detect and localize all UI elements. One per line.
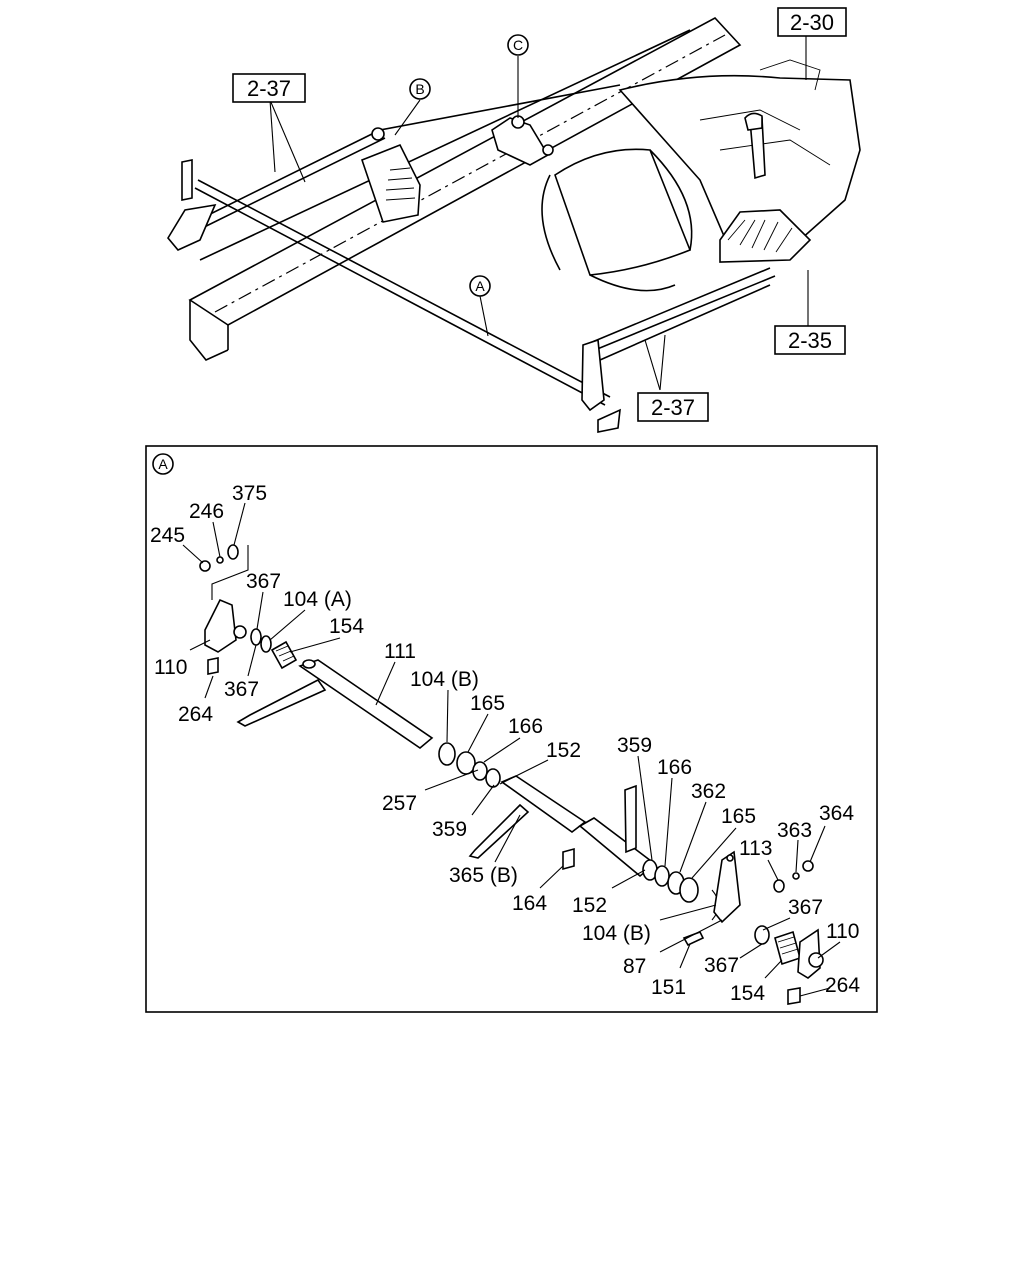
ref-label-2-35: 2-35: [788, 328, 832, 353]
part-label-111: 111: [384, 640, 416, 663]
circle-marker-c: [507, 34, 529, 56]
part-label-104b-bottom: 104 (B): [582, 922, 651, 945]
part-label-165-left: 165: [470, 692, 505, 715]
part-label-164: 164: [512, 892, 547, 915]
part-label-104a: 104 (A): [283, 588, 352, 611]
part-labels: 375 246 245 367 104 (A) 154 110 367 264 …: [150, 482, 860, 1005]
part-label-154-left: 154: [329, 615, 364, 638]
part-label-154-right: 154: [730, 982, 765, 1005]
ref-box-2-37-bottom: [637, 392, 709, 422]
part-label-110-right: 110: [826, 920, 859, 943]
part-label-87: 87: [623, 955, 646, 978]
part-label-363: 363: [777, 819, 812, 842]
part-label-367-top: 367: [246, 570, 281, 593]
detail-circle-label: A: [158, 456, 168, 472]
part-label-257: 257: [382, 792, 417, 815]
overview-illustration: 2-30 2-37 2-35 2-37 A B C: [167, 7, 861, 433]
part-label-367-right-bottom: 367: [704, 954, 739, 977]
part-label-365b: 365 (B): [449, 864, 518, 887]
part-label-152-bottom: 152: [572, 894, 607, 917]
part-label-367-left: 367: [224, 678, 259, 701]
part-label-359-right: 359: [617, 734, 652, 757]
part-label-113: 113: [739, 837, 772, 860]
ref-label-2-37-bottom: 2-37: [651, 395, 695, 420]
ref-box-2-30: [777, 7, 847, 37]
part-label-367-right-top: 367: [788, 896, 823, 919]
ref-box-2-35: [774, 325, 846, 355]
part-label-245: 245: [150, 524, 185, 547]
circle-label-c: C: [513, 37, 523, 53]
exploded-parts: [182, 502, 841, 1005]
part-label-110-left: 110: [154, 656, 187, 679]
part-label-104b-top: 104 (B): [410, 668, 479, 691]
part-label-152-top: 152: [546, 739, 581, 762]
ref-box-2-37-top: [232, 73, 306, 103]
part-label-359-left: 359: [432, 818, 467, 841]
part-label-264-left: 264: [178, 703, 213, 726]
ref-label-2-30: 2-30: [790, 10, 834, 35]
circle-marker-b: [409, 78, 431, 100]
circle-label-b: B: [415, 81, 424, 97]
detail-circle-marker: [152, 453, 174, 475]
circle-label-a: A: [475, 278, 485, 294]
circle-marker-a: [469, 275, 491, 297]
part-label-375: 375: [232, 482, 267, 505]
detail-frame: [145, 445, 878, 1013]
part-label-246: 246: [189, 500, 224, 523]
part-label-362: 362: [691, 780, 726, 803]
detail-box-a: A: [145, 445, 878, 1013]
part-label-165-right: 165: [721, 805, 756, 828]
part-label-264-right: 264: [825, 974, 860, 997]
part-label-166-left: 166: [508, 715, 543, 738]
ref-label-2-37-top: 2-37: [247, 76, 291, 101]
part-label-166-right: 166: [657, 756, 692, 779]
part-label-364: 364: [819, 802, 854, 825]
part-label-151: 151: [651, 976, 686, 999]
